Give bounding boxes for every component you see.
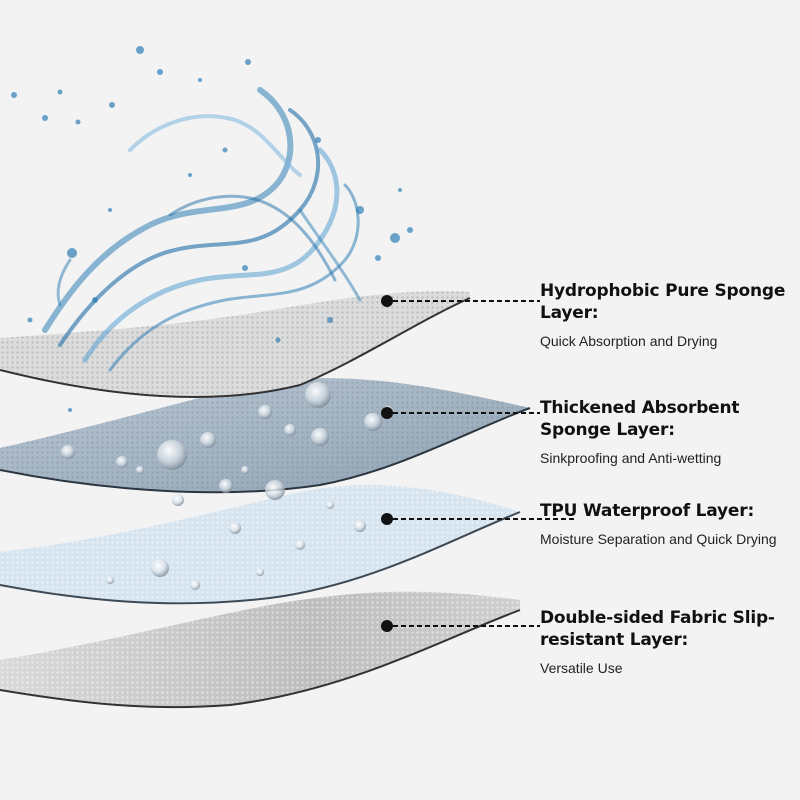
water-splash-icon	[11, 46, 413, 412]
water-droplet-icon	[258, 405, 272, 419]
marker-dot	[381, 295, 393, 307]
water-droplet-icon	[136, 466, 144, 474]
callout-sponge-layer: Hydrophobic Pure Sponge Layer: Quick Abs…	[540, 280, 790, 352]
water-droplet-icon	[219, 479, 233, 493]
marker-dot	[381, 407, 393, 419]
water-droplet-icon	[157, 440, 187, 470]
layer-description: Moisture Separation and Quick Drying	[540, 531, 777, 547]
water-droplet-icon	[200, 432, 216, 448]
water-droplet-icon	[311, 428, 329, 446]
water-droplet-icon	[354, 520, 366, 532]
water-droplet-icon	[61, 445, 75, 459]
leader-line-2	[381, 407, 540, 419]
water-droplet-icon	[284, 424, 296, 436]
layer-title: TPU Waterproof Layer:	[540, 501, 755, 521]
water-droplet-icon	[106, 576, 114, 584]
layer-description: Sinkproofing and Anti-wetting	[540, 450, 722, 466]
absorbent-layer	[0, 378, 531, 494]
water-droplet-icon	[256, 568, 264, 576]
water-droplet-icon	[364, 413, 382, 431]
fabric-layer	[0, 591, 521, 709]
callout-fabric-layer: Double-sided Fabric Slip-resistant Layer…	[540, 607, 790, 679]
layer-title: Double-sided Fabric Slip-resistant Layer…	[540, 608, 775, 650]
layer-title: Hydrophobic Pure Sponge Layer:	[540, 281, 786, 323]
water-droplet-icon	[295, 540, 305, 550]
water-droplet-icon	[116, 456, 128, 468]
marker-dot	[381, 513, 393, 525]
water-droplet-icon	[265, 480, 285, 500]
leader-line-4	[381, 620, 540, 632]
water-droplet-icon	[326, 501, 334, 509]
water-droplet-icon	[241, 466, 249, 474]
marker-dot	[381, 620, 393, 632]
leader-line-1	[381, 295, 540, 307]
water-droplet-icon	[305, 382, 331, 408]
sponge-layer	[0, 291, 471, 398]
leader-line-3	[381, 513, 575, 525]
water-droplet-icon	[229, 522, 241, 534]
water-droplet-icon	[151, 559, 169, 577]
water-droplet-icon	[190, 580, 200, 590]
water-droplets-tpu	[106, 501, 366, 590]
layer-description: Quick Absorption and Drying	[540, 333, 718, 349]
layer-title: Thickened Absorbent Sponge Layer:	[540, 398, 740, 440]
callout-tpu-layer: TPU Waterproof Layer: Moisture Separatio…	[540, 500, 790, 550]
water-droplets-absorbent	[61, 382, 394, 506]
tpu-layer	[0, 485, 521, 605]
callout-absorbent-layer: Thickened Absorbent Sponge Layer: Sinkpr…	[540, 397, 790, 469]
water-droplet-icon	[172, 494, 184, 506]
layer-description: Versatile Use	[540, 660, 623, 676]
